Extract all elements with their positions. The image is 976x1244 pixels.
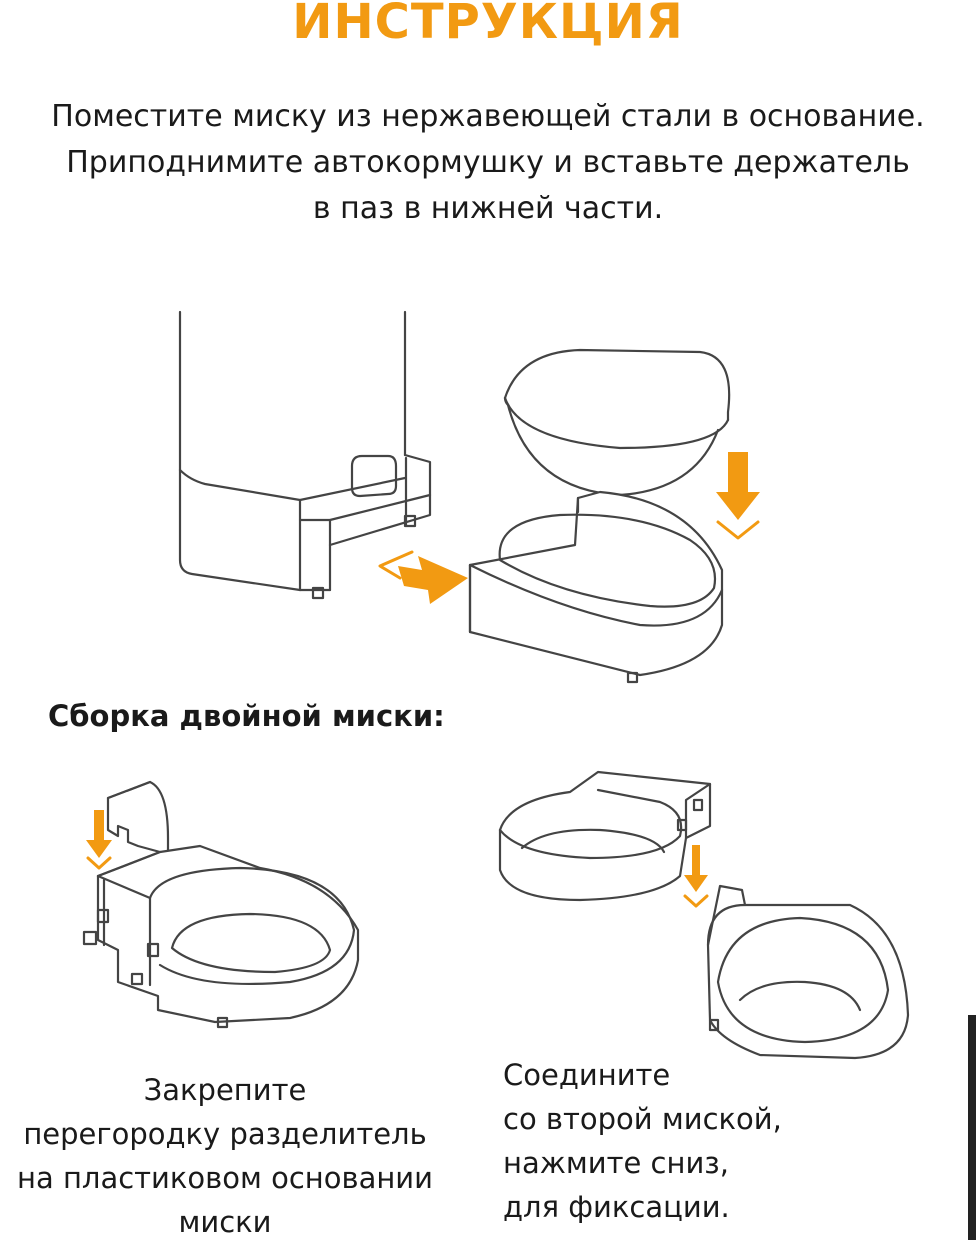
holder-base-drawing	[468, 490, 724, 684]
intro-line-1: Поместите миску из нержавеющей стали в о…	[51, 99, 925, 134]
intro-line-2: Приподнимите автокормушку и вставьте дер…	[66, 145, 910, 180]
top-bowl-drawing	[498, 770, 712, 902]
divider-base-drawing	[82, 844, 360, 1029]
caption-left-line-1: Закрепите	[143, 1073, 307, 1107]
edge-bar	[968, 1015, 976, 1240]
caption-left-line-4: миски	[178, 1205, 272, 1239]
push-arrow-icon	[378, 550, 468, 604]
caption-join: Соедините со второй миской, нажмите сниз…	[503, 1053, 903, 1229]
bottom-bowl-drawing	[706, 884, 910, 1060]
feeder-body-drawing	[178, 310, 432, 600]
intro-line-3: в паз в нижней части.	[312, 191, 664, 226]
intro-text: Поместите миску из нержавеющей стали в о…	[0, 94, 976, 232]
divider-down-arrow-icon	[86, 810, 112, 870]
caption-divider: Закрепите перегородку разделитель на пла…	[0, 1068, 450, 1244]
caption-left-line-2: перегородку разделитель	[23, 1117, 427, 1151]
caption-right-line-2: со второй миской,	[503, 1102, 782, 1136]
join-down-arrow-icon	[683, 845, 709, 908]
caption-right-line-1: Соедините	[503, 1058, 671, 1092]
caption-left-line-3: на пластиковом основании	[17, 1161, 433, 1195]
section-subheading: Сборка двойной миски:	[48, 699, 445, 733]
caption-right-line-4: для фиксации.	[503, 1190, 730, 1224]
down-arrow-icon	[716, 452, 760, 540]
caption-right-line-3: нажмите сниз,	[503, 1146, 729, 1180]
divider-plate-drawing	[106, 780, 170, 864]
page-title: ИНСТРУКЦИЯ	[292, 0, 684, 50]
